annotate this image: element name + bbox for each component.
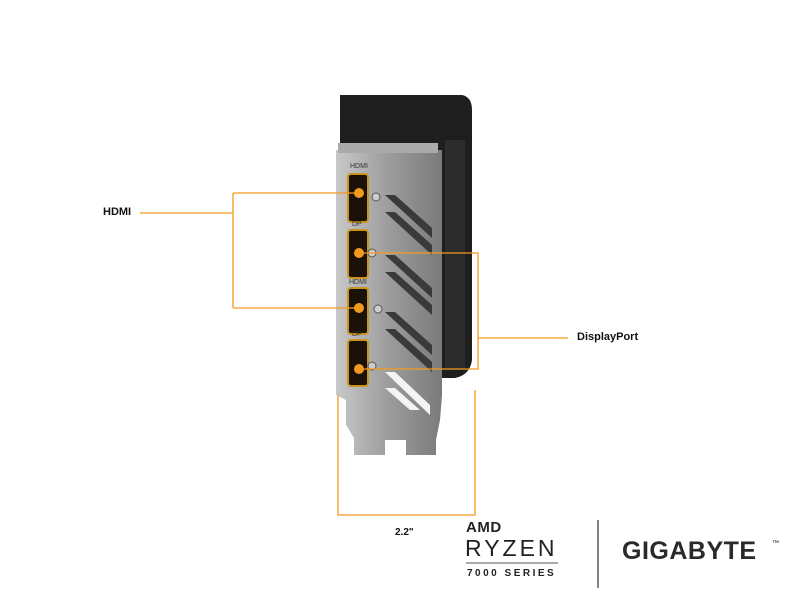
hdmi-callout-line	[140, 192, 359, 309]
port-label-dp-2: DP	[352, 331, 362, 338]
series-label: 7000 SERIES	[467, 568, 557, 579]
port-label-dp-1: DP	[352, 221, 362, 228]
callout-lines	[140, 192, 568, 516]
displayport-callout-label: DisplayPort	[577, 331, 639, 343]
width-dimension-line	[337, 390, 476, 516]
dp-port-2	[347, 339, 369, 387]
vent-slots-open	[385, 372, 430, 415]
trademark-symbol: ™	[772, 540, 779, 547]
width-dimension-label: 2.2"	[395, 527, 414, 538]
gigabyte-logo: GIGABYTE	[622, 537, 757, 565]
ryzen-logo: RYZEN	[465, 535, 558, 561]
port-markers	[354, 188, 364, 374]
card-shroud	[340, 95, 472, 378]
port-label-hdmi-1: HDMI	[350, 163, 368, 170]
displayport-callout-line	[359, 252, 568, 370]
ports	[347, 173, 383, 387]
hdmi-port-1	[347, 173, 369, 223]
hdmi-callout-label: HDMI	[103, 206, 132, 218]
port-label-hdmi-2: HDMI	[349, 279, 367, 286]
amd-logo: AMD	[466, 519, 502, 536]
vent-slots	[385, 195, 432, 372]
